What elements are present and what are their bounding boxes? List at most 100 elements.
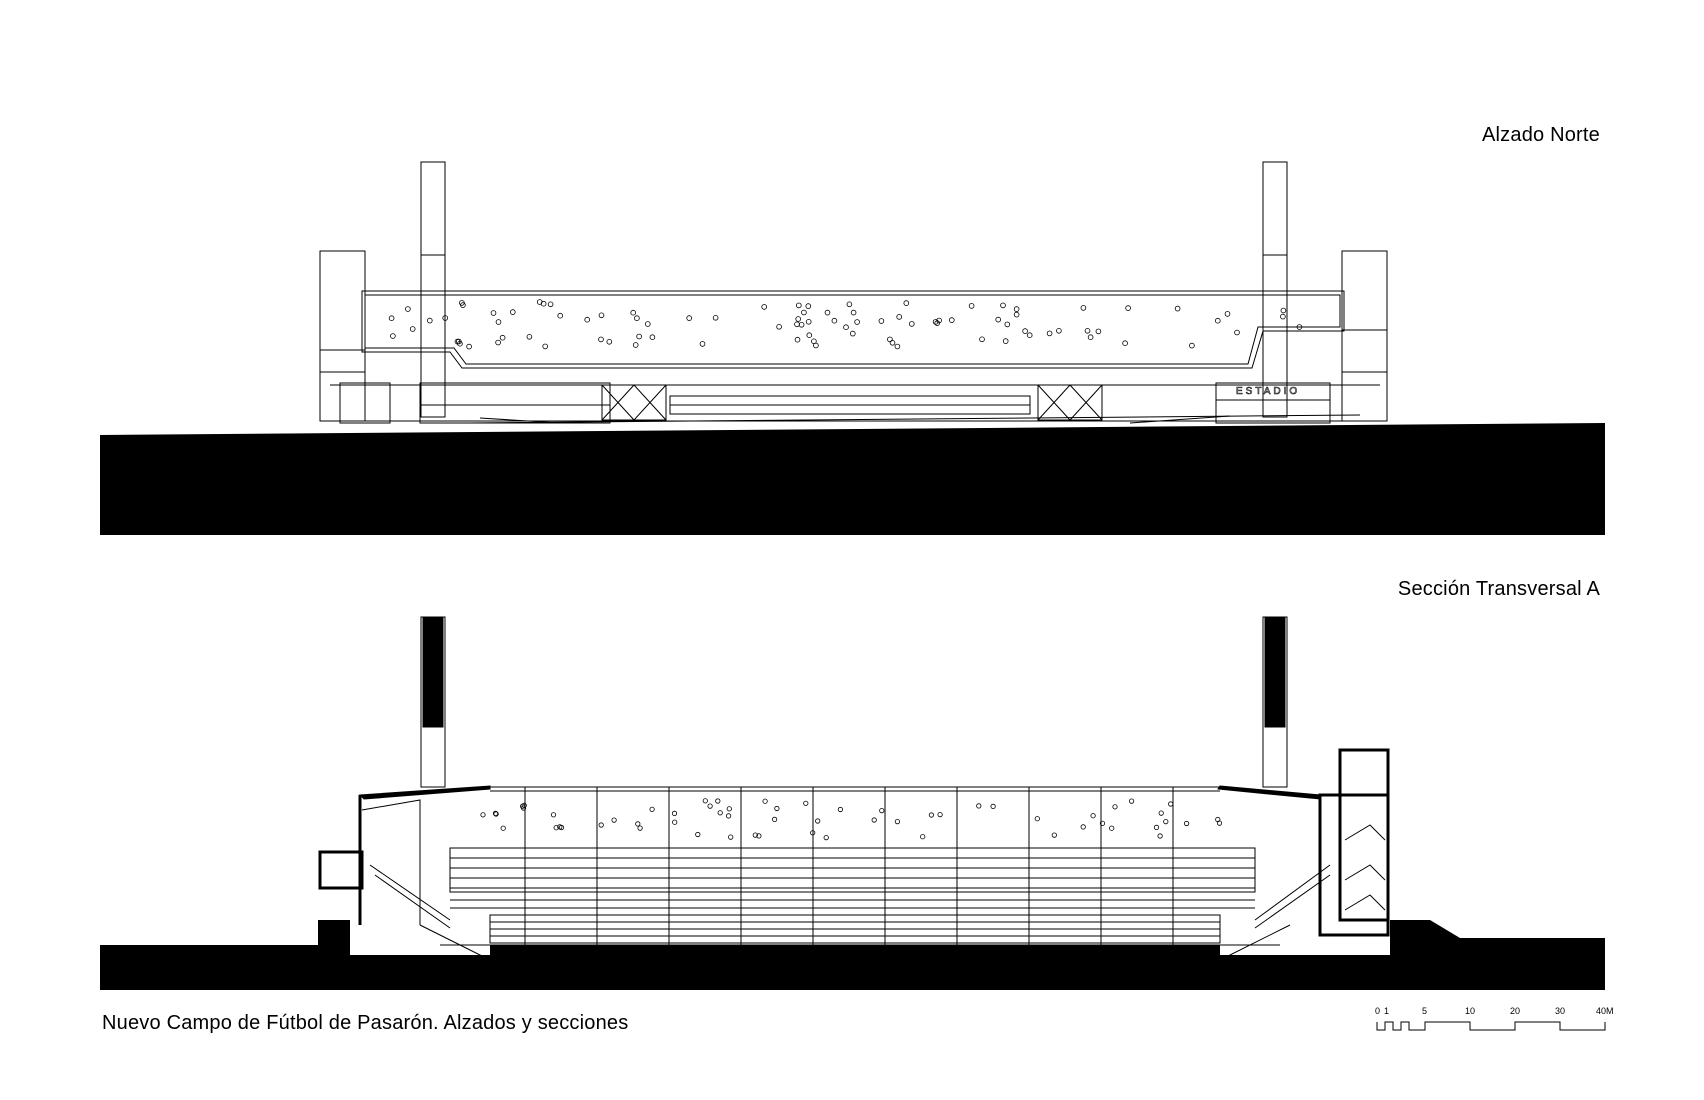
perforation-dot bbox=[1158, 810, 1164, 816]
scale-label-10: 10 bbox=[1465, 1006, 1476, 1016]
perforation-dot bbox=[495, 319, 502, 325]
perforation-dot bbox=[480, 812, 486, 818]
roof-right bbox=[1217, 785, 1321, 800]
roof-perforations bbox=[388, 299, 1303, 350]
elevation-title: Alzado Norte bbox=[1481, 124, 1600, 146]
perforation-dot bbox=[557, 312, 563, 319]
perforation-dot bbox=[1189, 342, 1195, 349]
perforation-dot bbox=[889, 339, 896, 346]
perforation-dot bbox=[405, 306, 411, 312]
perforation-dot bbox=[725, 813, 732, 819]
perforation-dot bbox=[492, 810, 499, 817]
perforation-dot bbox=[795, 302, 802, 309]
perforation-dot bbox=[644, 321, 651, 327]
section-perforations bbox=[480, 798, 1223, 841]
stadium-sign: ESTADIO bbox=[1236, 386, 1300, 397]
perforation-dot bbox=[500, 825, 506, 831]
perforation-dot bbox=[726, 806, 732, 812]
perforation-dot bbox=[699, 341, 706, 347]
side-block-right bbox=[1341, 250, 1388, 422]
perforation-dot bbox=[1046, 330, 1053, 337]
perforation-dot bbox=[1000, 302, 1006, 309]
perforation-dot bbox=[1168, 801, 1174, 807]
tower-right bbox=[1262, 161, 1288, 418]
perforation-dot bbox=[606, 338, 613, 345]
perforation-dot bbox=[756, 833, 762, 839]
perforation-dot bbox=[1174, 305, 1181, 312]
perforation-dot bbox=[795, 316, 801, 322]
perforation-dot bbox=[823, 834, 829, 841]
perforation-dot bbox=[752, 832, 758, 838]
perforation-dot bbox=[1163, 818, 1169, 825]
perforation-dot bbox=[878, 318, 885, 324]
perforation-dot bbox=[557, 824, 563, 830]
perforation-dot bbox=[442, 315, 449, 321]
perforation-dot bbox=[584, 316, 590, 323]
perforation-dot bbox=[761, 304, 767, 310]
perforation-dot bbox=[637, 825, 643, 831]
perforation-dot bbox=[894, 343, 901, 350]
perforation-dot bbox=[794, 336, 801, 343]
perforation-dot bbox=[1122, 340, 1128, 347]
perforation-dot bbox=[598, 312, 605, 319]
perforation-dot bbox=[887, 336, 893, 343]
perforation-dot bbox=[632, 342, 639, 348]
perforation-dot bbox=[995, 316, 1001, 323]
perforation-dot bbox=[495, 339, 501, 346]
perforation-dot bbox=[871, 817, 877, 823]
upper-tier bbox=[449, 847, 1256, 893]
scale-label-20: 20 bbox=[1510, 1006, 1521, 1016]
perforation-dot bbox=[707, 803, 713, 809]
perforation-dot bbox=[536, 299, 543, 305]
perforation-dot bbox=[762, 798, 768, 804]
perforation-dot bbox=[1002, 338, 1009, 344]
perforation-dot bbox=[1224, 311, 1231, 317]
perforation-dot bbox=[686, 315, 692, 321]
perforation-dot bbox=[1084, 327, 1091, 334]
perforation-dot bbox=[672, 819, 678, 825]
scale-label-30: 30 bbox=[1555, 1006, 1566, 1016]
scale-label-1: 1 bbox=[1384, 1006, 1390, 1016]
perforation-dot bbox=[908, 321, 915, 327]
perforation-dot bbox=[968, 303, 975, 309]
perforation-dot bbox=[630, 309, 636, 316]
roof-left bbox=[358, 785, 491, 800]
perforation-dot bbox=[805, 318, 812, 325]
perforation-dot bbox=[928, 812, 935, 818]
perforation-dot bbox=[879, 807, 885, 814]
perforation-dot bbox=[695, 831, 701, 838]
perforation-dot bbox=[1034, 816, 1040, 822]
perforation-dot bbox=[1087, 334, 1094, 341]
perforation-dot bbox=[803, 800, 809, 806]
perforation-dot bbox=[634, 315, 640, 322]
perforation-dot bbox=[805, 303, 812, 309]
perforation-dot bbox=[409, 326, 416, 332]
perforation-dot bbox=[1184, 820, 1190, 827]
perforation-dot bbox=[499, 334, 506, 341]
perforation-dot bbox=[521, 802, 527, 809]
elevation-ground bbox=[100, 423, 1605, 535]
tower-left bbox=[420, 161, 446, 418]
perforation-dot bbox=[493, 811, 499, 817]
perforation-dot bbox=[1051, 832, 1057, 838]
perforation-dot bbox=[849, 330, 856, 337]
perforation-dot bbox=[702, 798, 708, 804]
perforation-dot bbox=[520, 805, 527, 811]
perforation-dot bbox=[1125, 305, 1131, 311]
section-ground bbox=[100, 920, 1605, 990]
perforation-dot bbox=[712, 314, 719, 321]
x-panel-left bbox=[601, 384, 667, 421]
perforation-dot bbox=[598, 822, 604, 828]
scale-label-5: 5 bbox=[1422, 1006, 1428, 1016]
perforation-dot bbox=[1004, 321, 1011, 328]
x-panel-right bbox=[1037, 384, 1103, 421]
perforation-dot bbox=[490, 310, 497, 316]
perforation-dot bbox=[806, 332, 813, 339]
perforation-dot bbox=[611, 817, 617, 823]
perforation-dot bbox=[794, 321, 800, 328]
perforation-dot bbox=[776, 323, 782, 330]
perforation-dot bbox=[813, 342, 819, 349]
perforation-dot bbox=[649, 334, 656, 341]
perforation-dot bbox=[850, 309, 857, 316]
perforation-dot bbox=[894, 818, 901, 825]
